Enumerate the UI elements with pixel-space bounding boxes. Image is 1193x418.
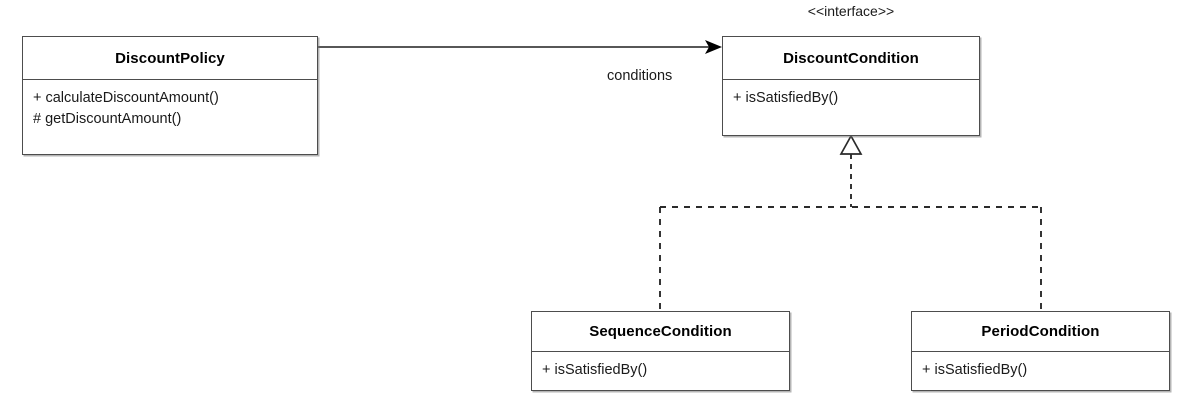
- association-label-conditions: conditions: [607, 68, 673, 84]
- association-arrowhead-icon: [705, 40, 722, 54]
- class-members-period-condition: + isSatisfiedBy(): [912, 352, 1169, 381]
- class-member: # getDiscountAmount(): [33, 111, 182, 128]
- hollow-triangle-icon: [839, 134, 863, 155]
- class-member: + calculateDiscountAmount(): [33, 90, 219, 106]
- class-box-sequence-condition[interactable]: SequenceCondition + isSatisfiedBy(): [531, 311, 790, 391]
- association-policy-to-condition: [318, 40, 722, 54]
- class-box-discount-condition[interactable]: DiscountCondition + isSatisfiedBy(): [722, 36, 980, 136]
- class-members-sequence-condition: + isSatisfiedBy(): [532, 352, 789, 381]
- class-member: + isSatisfiedBy(): [922, 362, 1028, 378]
- class-name-discount-policy: DiscountPolicy: [23, 37, 317, 80]
- realization-triangle-group: [839, 134, 863, 207]
- class-member: + isSatisfiedBy(): [733, 90, 839, 106]
- class-name-period-condition: PeriodCondition: [912, 312, 1169, 352]
- class-box-period-condition[interactable]: PeriodCondition + isSatisfiedBy(): [911, 311, 1170, 391]
- class-box-discount-policy[interactable]: DiscountPolicy + calculateDiscountAmount…: [22, 36, 318, 155]
- class-members-discount-policy: + calculateDiscountAmount() # getDiscoun…: [23, 80, 317, 130]
- stereotype-interface-label: <<interface>>: [807, 3, 895, 19]
- class-name-discount-condition: DiscountCondition: [723, 37, 979, 80]
- class-name-sequence-condition: SequenceCondition: [532, 312, 789, 352]
- class-member: + isSatisfiedBy(): [542, 362, 648, 378]
- class-members-discount-condition: + isSatisfiedBy(): [723, 80, 979, 109]
